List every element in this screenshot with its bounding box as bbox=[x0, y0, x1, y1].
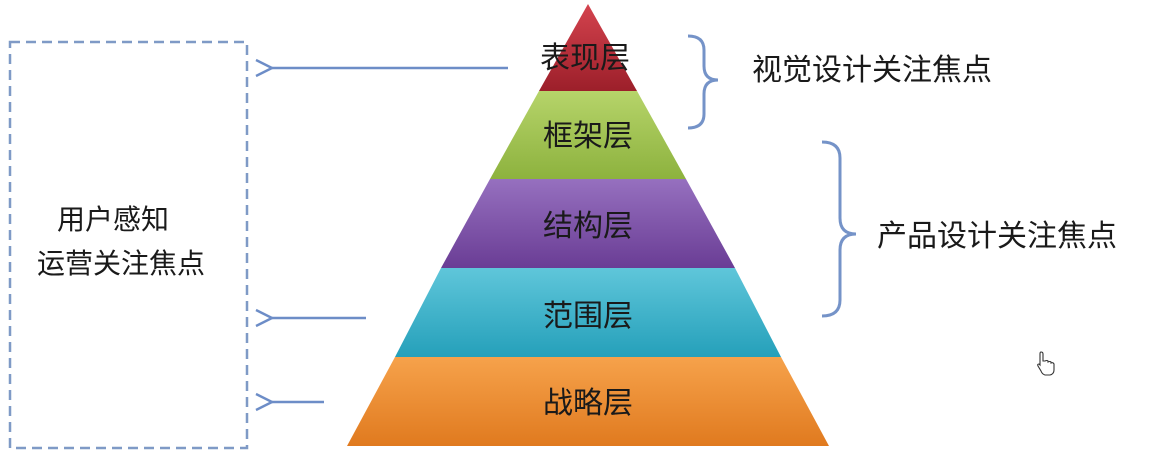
pyramid-layer-presentation bbox=[539, 4, 637, 91]
bracket-product-label: 产品设计关注焦点 bbox=[877, 219, 1117, 254]
pyramid-layer-strategy bbox=[347, 357, 829, 446]
pyramid-label-structure: 结构层 bbox=[543, 209, 633, 244]
pyramid-label-scope: 范围层 bbox=[543, 299, 633, 334]
pyramid-layer-skeleton bbox=[490, 91, 686, 179]
pyramid-label-presentation: 表现层 bbox=[540, 41, 630, 76]
pyramid-label-strategy: 战略层 bbox=[543, 386, 633, 421]
pyramid: 表现层 框架层 结构层 范围层 战略层 bbox=[347, 4, 829, 446]
bracket-visual bbox=[687, 34, 719, 130]
pyramid-layer-structure bbox=[441, 179, 735, 268]
left-focus-box bbox=[8, 40, 249, 450]
bracket-visual-label: 视觉设计关注焦点 bbox=[752, 53, 992, 88]
bracket-product bbox=[821, 140, 857, 318]
hand-cursor-icon bbox=[1037, 351, 1055, 376]
pyramid-label-skeleton: 框架层 bbox=[543, 119, 633, 154]
pyramid-layer-scope bbox=[395, 268, 781, 357]
left-box-label-line2: 运营关注焦点 bbox=[37, 247, 205, 280]
left-box-label-line1: 用户感知 bbox=[57, 203, 169, 236]
